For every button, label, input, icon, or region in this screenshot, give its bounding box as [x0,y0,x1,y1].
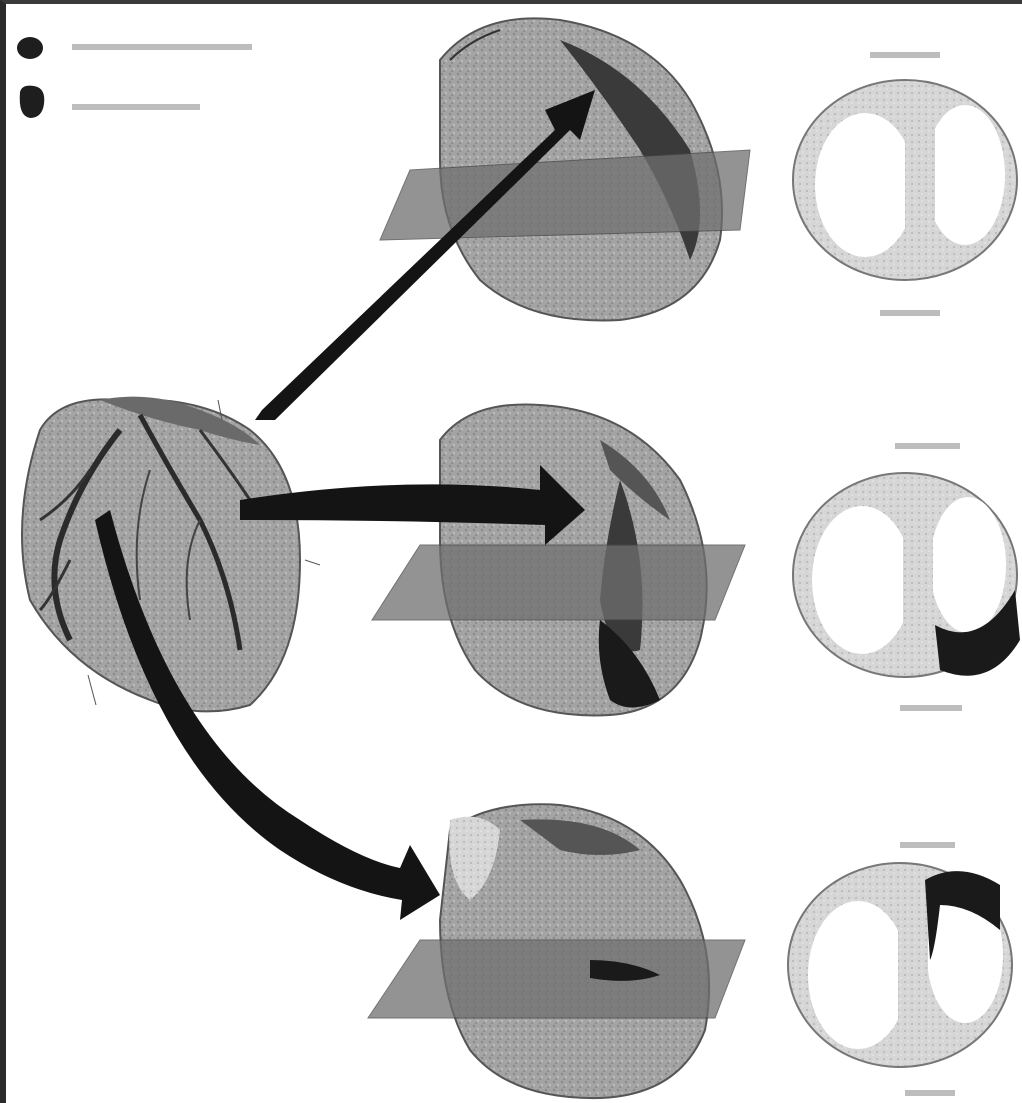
legend-swatch-2 [20,86,45,118]
cross-section-bottom [788,842,1012,1096]
cross-section-middle [793,443,1020,711]
section-plane-bottom [368,940,745,1018]
left-ventricle-cavity [925,105,1005,245]
legend [17,37,252,118]
section-plane-top [380,150,750,240]
heart-section-bottom [368,804,745,1098]
right-ventricle-cavity [808,901,908,1049]
legend-swatch-1 [17,37,43,59]
left-ventricle-cavity [930,497,1006,633]
heart-section-middle [372,404,745,715]
section-plane-middle [372,545,745,620]
heart-section-top [380,18,750,320]
right-ventricle-cavity [812,506,912,654]
cross-section-top [793,52,1017,316]
right-ventricle-cavity [815,113,915,257]
